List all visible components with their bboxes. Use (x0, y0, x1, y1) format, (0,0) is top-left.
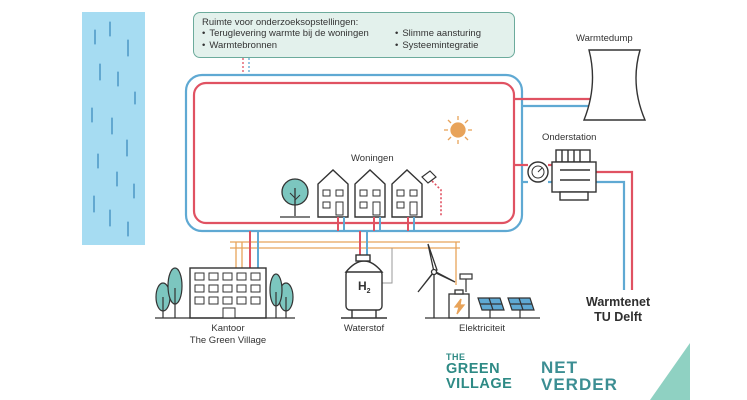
kantoor-label: Kantoor The Green Village (188, 323, 268, 347)
callout-item: Systeemintegratie (395, 40, 481, 52)
kantoor-windows (194, 272, 261, 319)
electricity-bus (230, 241, 460, 285)
sun-icon (444, 116, 472, 144)
warmtenet-label: Warmtenet TU Delft (586, 295, 650, 325)
warmtenet-line1: Warmtenet (586, 295, 651, 309)
logo-nv-line1: NET (541, 358, 578, 377)
callout-list-left: Teruglevering warmte bij de woningen War… (202, 28, 369, 52)
roof-panel (421, 170, 437, 184)
kantoor-trees (155, 267, 294, 318)
research-callout: Ruimte voor onderzoeksopstellingen: Teru… (193, 12, 515, 58)
logo-nv-line2: VERDER (541, 375, 618, 394)
solar-panels (477, 297, 535, 318)
water-body (82, 12, 145, 245)
supply-loop (192, 81, 516, 225)
net-verder-logo: NET VERDER (541, 359, 618, 393)
house-windows (322, 189, 418, 216)
house-extension-pipe (431, 180, 442, 216)
kantoor-pipes (249, 231, 259, 268)
kantoor-label-line2: The Green Village (189, 335, 267, 346)
hydrogen-tank (341, 254, 387, 319)
callout-item: Warmtebronnen (202, 40, 369, 52)
tree-icon (281, 178, 309, 216)
green-village-logo: THE GREEN VILLAGE (446, 352, 512, 392)
woningen-label: Woningen (351, 153, 394, 164)
corner-accent (650, 343, 690, 400)
kantoor-label-line1: Kantoor (211, 323, 245, 334)
heat-exchanger-gauge (527, 161, 549, 183)
warmtedump-label: Warmtedump (576, 33, 633, 44)
callout-item: Teruglevering warmte bij de woningen (202, 28, 368, 40)
onderstation-label: Onderstation (542, 132, 597, 143)
warmtenet-line2: TU Delft (594, 310, 643, 324)
h2-label: H2 (358, 279, 371, 295)
callout-item: Slimme aansturing (395, 28, 481, 40)
cooling-tower (582, 49, 647, 121)
wind-turbine (417, 243, 456, 318)
elektriciteit-label: Elektriciteit (459, 323, 505, 334)
logo-gv-line2: GREEN (446, 361, 501, 377)
waterstof-label: Waterstof (343, 323, 385, 334)
houses-row (317, 169, 423, 218)
logo-gv-line1: THE (446, 352, 466, 362)
onderstation-building (551, 149, 597, 201)
water-ripples (91, 21, 136, 237)
return-loop (184, 73, 524, 233)
house-pipe-drops (337, 217, 415, 231)
callout-list-right: Slimme aansturing Systeemintegratie (395, 28, 481, 51)
small-wind-turbine (459, 273, 473, 292)
waterstof-pipes (359, 231, 368, 258)
logo-gv-line3: VILLAGE (446, 376, 513, 392)
callout-title: Ruimte voor onderzoeksopstellingen: (202, 17, 359, 28)
warmtedump-pipes (514, 97, 590, 108)
battery-icon (448, 289, 470, 319)
